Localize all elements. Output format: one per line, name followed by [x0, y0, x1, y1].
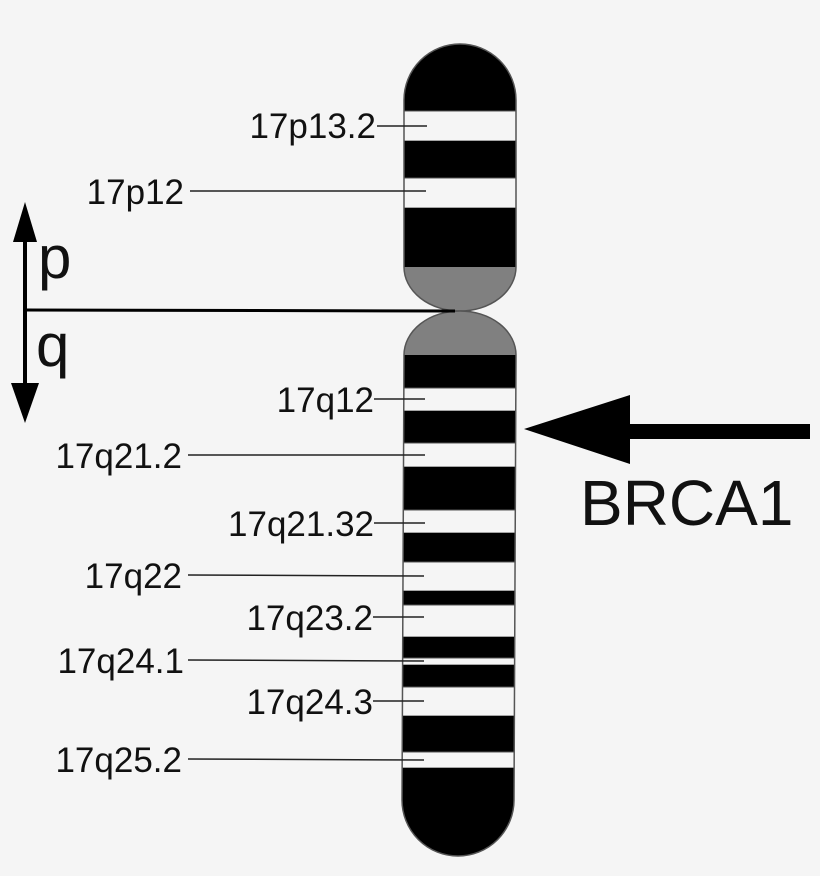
svg-text:17p13.2: 17p13.2 [249, 107, 376, 146]
svg-text:17q24.1: 17q24.1 [57, 642, 184, 681]
band-label-17p13.2: 17p13.2 [249, 107, 427, 146]
centromere-upper [404, 267, 516, 311]
band-label-17q23.2: 17q23.2 [246, 599, 424, 638]
band-label-17q24.1: 17q24.1 [57, 642, 425, 681]
svg-text:17q21.2: 17q21.2 [55, 437, 182, 476]
p-arm [404, 44, 516, 311]
q-arm [402, 311, 516, 856]
svg-text:17q25.2: 17q25.2 [55, 741, 182, 780]
band-label-17q21.32: 17q21.32 [228, 505, 425, 544]
svg-text:17q22: 17q22 [85, 557, 182, 596]
band-label-17p12: 17p12 [87, 173, 426, 212]
svg-text:17q12: 17q12 [277, 381, 374, 420]
band-label-17q22: 17q22 [85, 557, 425, 596]
gene-label-brca1: BRCA1 [580, 467, 793, 539]
brca1-marker: BRCA1 [524, 395, 810, 539]
svg-text:17q24.3: 17q24.3 [246, 683, 373, 722]
band-label-17q24.3: 17q24.3 [246, 683, 424, 722]
q-arm-label: q [36, 312, 69, 379]
band-label-17q21.2: 17q21.2 [55, 437, 425, 476]
p-arm-outline [403, 43, 517, 312]
band-labels: 17p13.2 17p12 17q12 17q21.2 17q21.32 17q… [55, 107, 427, 780]
q-arm-outline [401, 310, 517, 857]
svg-text:17p12: 17p12 [87, 173, 184, 212]
arrow-up-icon [13, 202, 37, 242]
arrow-left-icon [524, 395, 810, 464]
centromere-line [23, 308, 456, 313]
svg-text:17q21.32: 17q21.32 [228, 505, 374, 544]
band-label-17q25.2: 17q25.2 [55, 741, 425, 780]
arm-indicator: p q [11, 202, 456, 423]
arrow-down-icon [11, 383, 39, 423]
centromere-lower [402, 311, 516, 355]
svg-text:17q23.2: 17q23.2 [246, 599, 373, 638]
band-label-17q12: 17q12 [277, 381, 425, 420]
p-arm-label: p [38, 224, 71, 291]
